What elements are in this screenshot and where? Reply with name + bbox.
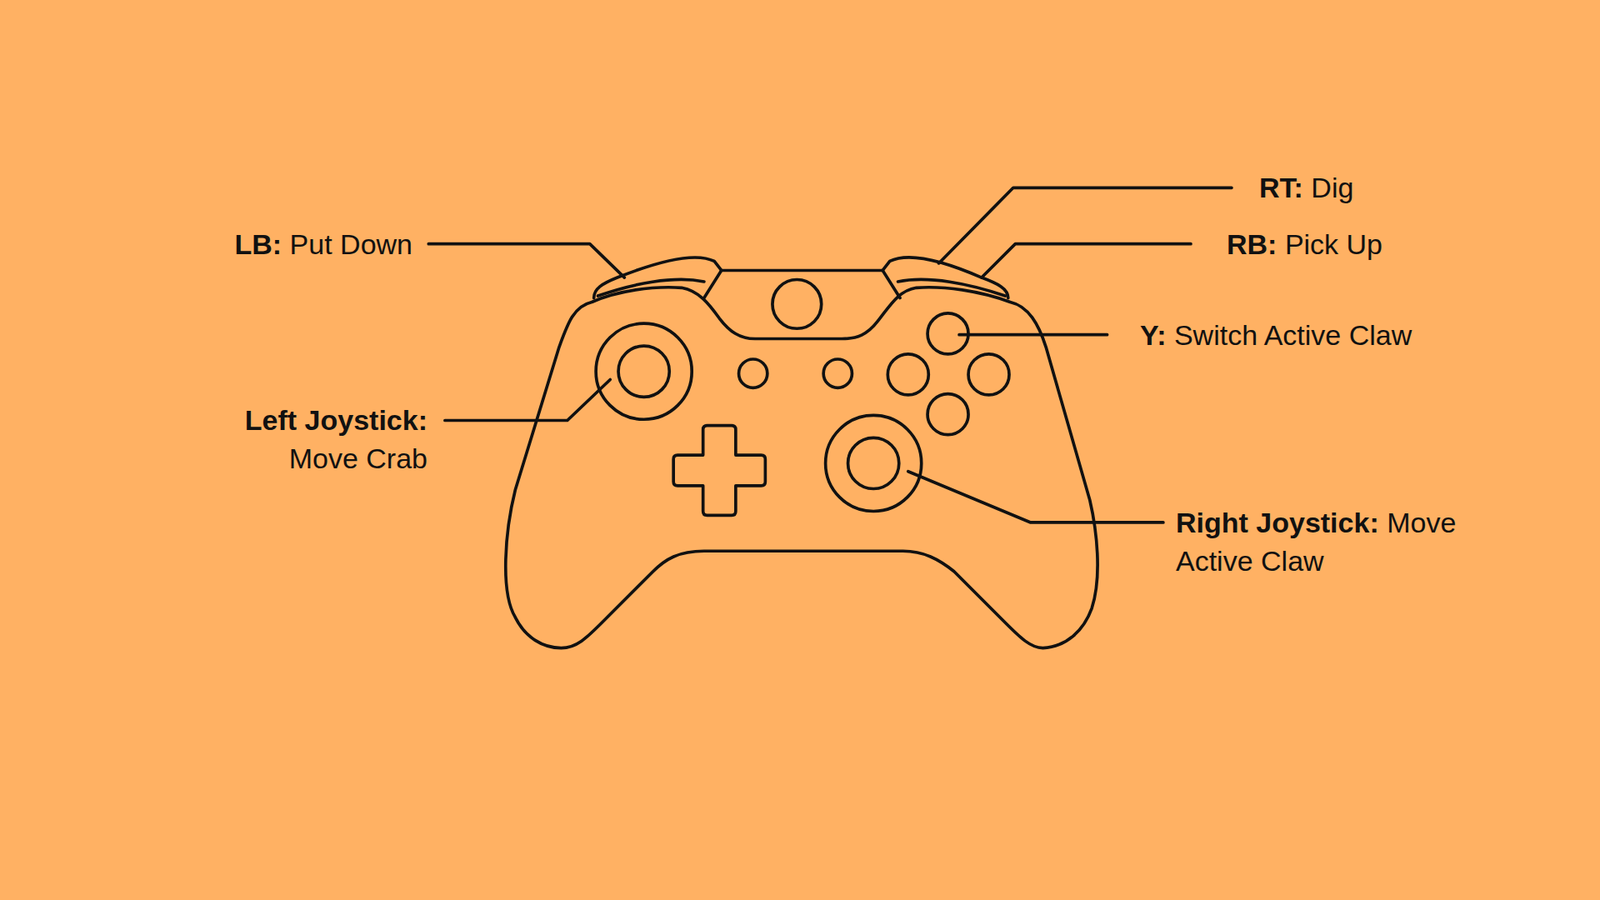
leader-line <box>445 380 610 421</box>
action-text: Dig <box>1310 171 1354 204</box>
callout-label: Left Joystick: Move Crab <box>209 400 428 478</box>
view-button <box>739 359 768 388</box>
a-button <box>927 394 969 435</box>
callout-label: RT: Dig <box>1259 168 1354 207</box>
bumpers <box>594 257 1009 299</box>
button-name: RB: <box>1226 228 1277 260</box>
left-stick-base <box>595 323 692 420</box>
control-name: Right Joystick: <box>1175 506 1380 539</box>
control-name: Left Joystick: <box>245 404 428 436</box>
left-stick <box>618 345 670 397</box>
action-text: Switch Active Claw <box>1174 319 1412 351</box>
leader-line <box>908 471 1164 523</box>
controller-body <box>505 287 1098 649</box>
right-stick <box>848 437 900 489</box>
button-name: LB: <box>234 228 282 260</box>
d-pad <box>673 425 765 516</box>
leader-line <box>428 244 625 278</box>
menu-button <box>823 359 852 388</box>
action-text: Put Down <box>290 228 413 260</box>
callout-label: Y: Switch Active Claw <box>1140 315 1412 355</box>
x-button <box>887 354 929 395</box>
bumper-seams <box>598 270 1006 298</box>
action-text: Pick Up <box>1285 228 1383 260</box>
leader-line <box>959 333 1108 337</box>
button-name: Y: <box>1140 319 1166 351</box>
b-button <box>968 354 1010 395</box>
leader-line <box>981 244 1191 278</box>
right-stick-base <box>825 415 922 511</box>
callout-label: Right Joystick: Move Active Claw <box>1175 503 1510 580</box>
button-name: RT: <box>1259 171 1304 204</box>
leader-line <box>939 187 1232 264</box>
callout-label: LB: Put Down <box>234 225 413 264</box>
action-text: Move Crab <box>289 442 428 475</box>
callout-label: RB: Pick Up <box>1226 225 1383 264</box>
guide-button <box>772 280 822 330</box>
